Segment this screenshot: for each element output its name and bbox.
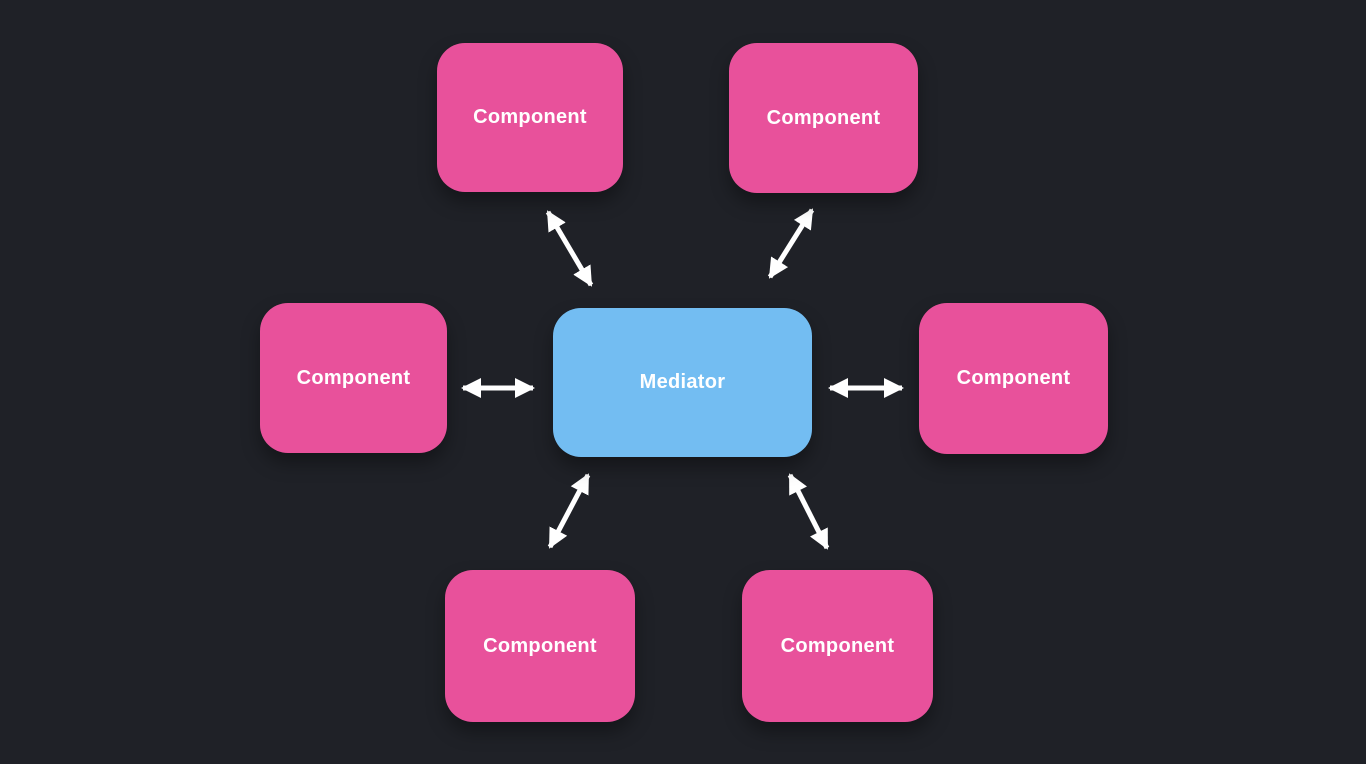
component-label: Component bbox=[483, 634, 597, 657]
arrow-mediator-top-left bbox=[545, 210, 594, 287]
arrow-mediator-top-right bbox=[767, 208, 815, 279]
component-label: Component bbox=[766, 106, 881, 129]
component-label: Component bbox=[956, 367, 1071, 389]
component-node-top-left: Component bbox=[437, 43, 623, 192]
component-label: Component bbox=[780, 634, 895, 657]
component-node-bottom-left: Component bbox=[445, 570, 635, 722]
mediator-node: Mediator bbox=[553, 308, 812, 457]
component-label: Component bbox=[473, 106, 587, 128]
component-label: Component bbox=[296, 366, 411, 389]
component-node-bottom-right: Component bbox=[742, 570, 933, 722]
component-node-middle-right: Component bbox=[919, 303, 1108, 454]
arrow-mediator-bottom-right bbox=[787, 473, 830, 550]
component-node-top-right: Component bbox=[729, 43, 918, 193]
component-node-middle-left: Component bbox=[260, 303, 447, 453]
arrow-mediator-bottom-left bbox=[547, 473, 591, 549]
mediator-label: Mediator bbox=[639, 371, 726, 393]
